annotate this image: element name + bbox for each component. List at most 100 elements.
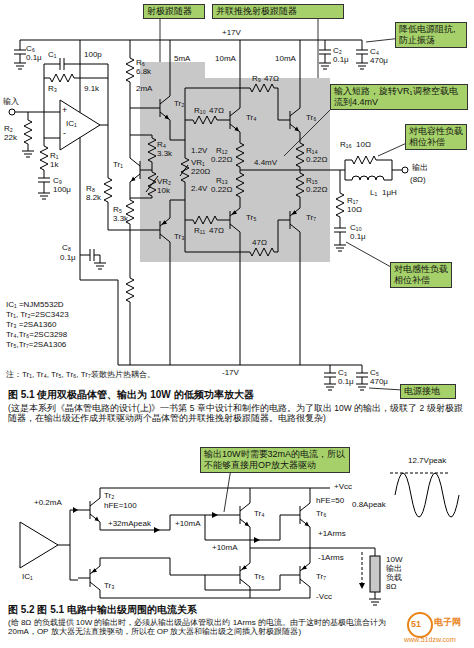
component-symbol xyxy=(181,158,189,182)
part-label: 注：Tr₁, Tr₄, Tr₅, Tr₆, Tr₇装散热片热耦合。 xyxy=(6,370,155,379)
wire xyxy=(80,40,118,365)
part-label: 1k xyxy=(50,160,58,169)
shading xyxy=(140,62,330,262)
part-label: 3.3k xyxy=(113,214,128,223)
component-symbol xyxy=(148,138,156,162)
part-label: +32mApeak xyxy=(108,519,151,528)
part-label: Tr₄,Tr₆=2SC3298 xyxy=(6,330,67,339)
part-label: 12.7Vpeak xyxy=(408,456,446,465)
wire xyxy=(185,200,278,252)
part-label: Tr₇ xyxy=(306,213,316,222)
watermark: 电子网 xyxy=(434,617,461,627)
fig2-symbol xyxy=(288,495,310,535)
callout-text: 对电感性负载相位补偿 xyxy=(394,264,448,286)
part-label: 0.22Ω xyxy=(211,155,233,164)
component-symbol xyxy=(22,150,34,157)
callout-box: 降低电源阻抗,防止振荡 xyxy=(395,22,467,48)
wire xyxy=(15,112,60,150)
component-symbol xyxy=(296,173,304,197)
part-label: -17V xyxy=(222,368,239,377)
part-label: +0.2mA xyxy=(34,498,62,507)
part-label: Tr₅ xyxy=(254,572,264,581)
part-label: -Vcc xyxy=(316,592,332,601)
part-label: 负载 xyxy=(386,573,402,582)
part-label: Tr₄ xyxy=(254,509,265,518)
part-label: R₅ xyxy=(113,205,122,214)
part-label: Tr₄ xyxy=(246,113,257,122)
component-symbol xyxy=(250,248,274,256)
caption-text: (给 8Ω 的负载提供 10W 的输出时，必须从输出级晶体管取出约 1Arms … xyxy=(8,618,403,636)
part-label: C₈ xyxy=(62,243,71,252)
fig2-wire xyxy=(100,488,330,598)
part-label: C₁ xyxy=(48,50,56,59)
component-symbol xyxy=(236,173,244,197)
wire xyxy=(20,40,362,365)
part-label: - xyxy=(63,128,66,138)
part-label: Tr₁ xyxy=(113,160,123,169)
part-label: L₁ xyxy=(370,188,377,197)
part-label: 0.1μ xyxy=(60,253,76,262)
component-symbol xyxy=(50,74,74,82)
part-label: Tr₅,Tr₇=2SA1306 xyxy=(6,340,66,349)
wire xyxy=(185,88,278,140)
wire xyxy=(240,170,346,244)
component-symbol xyxy=(14,58,376,390)
component-symbol xyxy=(236,143,244,167)
part-label: IC₁ =NJM5532D xyxy=(6,300,64,309)
part-label: C₁₀ xyxy=(350,223,362,232)
part-label: 100μ xyxy=(53,185,71,194)
watermark-logo xyxy=(408,613,432,637)
fig2-symbol xyxy=(228,555,250,595)
part-label: 4.4mV xyxy=(254,158,277,167)
part-label: Tr₂ xyxy=(174,99,184,108)
wire xyxy=(402,167,408,173)
fig2-wire xyxy=(395,473,459,517)
fig2-symbol xyxy=(369,598,381,605)
wire xyxy=(44,64,60,138)
part-label: VR₁ xyxy=(191,158,205,167)
wire xyxy=(130,40,148,150)
fig2-wire xyxy=(100,488,288,540)
part-label: 9.1k xyxy=(84,84,99,93)
wire xyxy=(44,58,108,70)
part-label: 2.4V xyxy=(191,184,207,193)
fig2-wire xyxy=(100,548,310,598)
watermark-logo xyxy=(408,613,432,637)
fig2-wire xyxy=(20,510,78,580)
part-label: 0.22Ω xyxy=(211,185,233,194)
part-label: 10Ω xyxy=(347,205,362,214)
part-label: Tr₃ xyxy=(174,232,185,241)
component-symbol xyxy=(278,200,300,240)
part-label: Tr₁, Tr₂=2SC3423 xyxy=(6,310,69,319)
part-label: 5mA xyxy=(174,54,190,63)
part-label: Tr₂ xyxy=(104,491,114,500)
component-symbol xyxy=(278,100,300,140)
part-label: 输入 xyxy=(3,97,19,106)
part-label: 8Ω xyxy=(386,582,396,591)
part-label: Tr₃ =2SA1360 xyxy=(6,320,56,329)
callout-box: 电源接地 xyxy=(400,384,456,399)
component-symbol xyxy=(40,146,48,170)
part-label: 10mA xyxy=(275,54,296,63)
callout-box: 对电容性负载相位补偿 xyxy=(405,124,467,150)
component-symbol xyxy=(130,150,152,190)
part-label: 100p xyxy=(84,50,102,59)
part-label: -1Arms xyxy=(318,553,344,562)
component-symbol xyxy=(336,193,344,217)
callout-box: 并联推挽射极跟随器 xyxy=(212,4,344,19)
part-label: R₁₆ xyxy=(340,140,352,149)
part-label: R₃ xyxy=(48,84,57,93)
part-label: IC₁ xyxy=(22,572,33,581)
part-label: C₄ xyxy=(370,47,379,56)
part-label: R₈ xyxy=(86,184,95,193)
part-label: R₁₂ xyxy=(216,146,228,155)
callout-text: 电源接地 xyxy=(404,386,452,397)
part-label: (8Ω) xyxy=(410,175,426,184)
part-label: 47Ω xyxy=(209,226,224,235)
component-symbol xyxy=(193,216,217,224)
callout-text: 输入短路，旋转VR₁调整空载电流到4.4mV xyxy=(334,86,464,108)
part-label: 1μH xyxy=(382,188,397,197)
part-label: 0.1μ xyxy=(333,55,349,64)
wire xyxy=(100,64,130,230)
callout-box: 射极跟随器 xyxy=(143,4,205,19)
